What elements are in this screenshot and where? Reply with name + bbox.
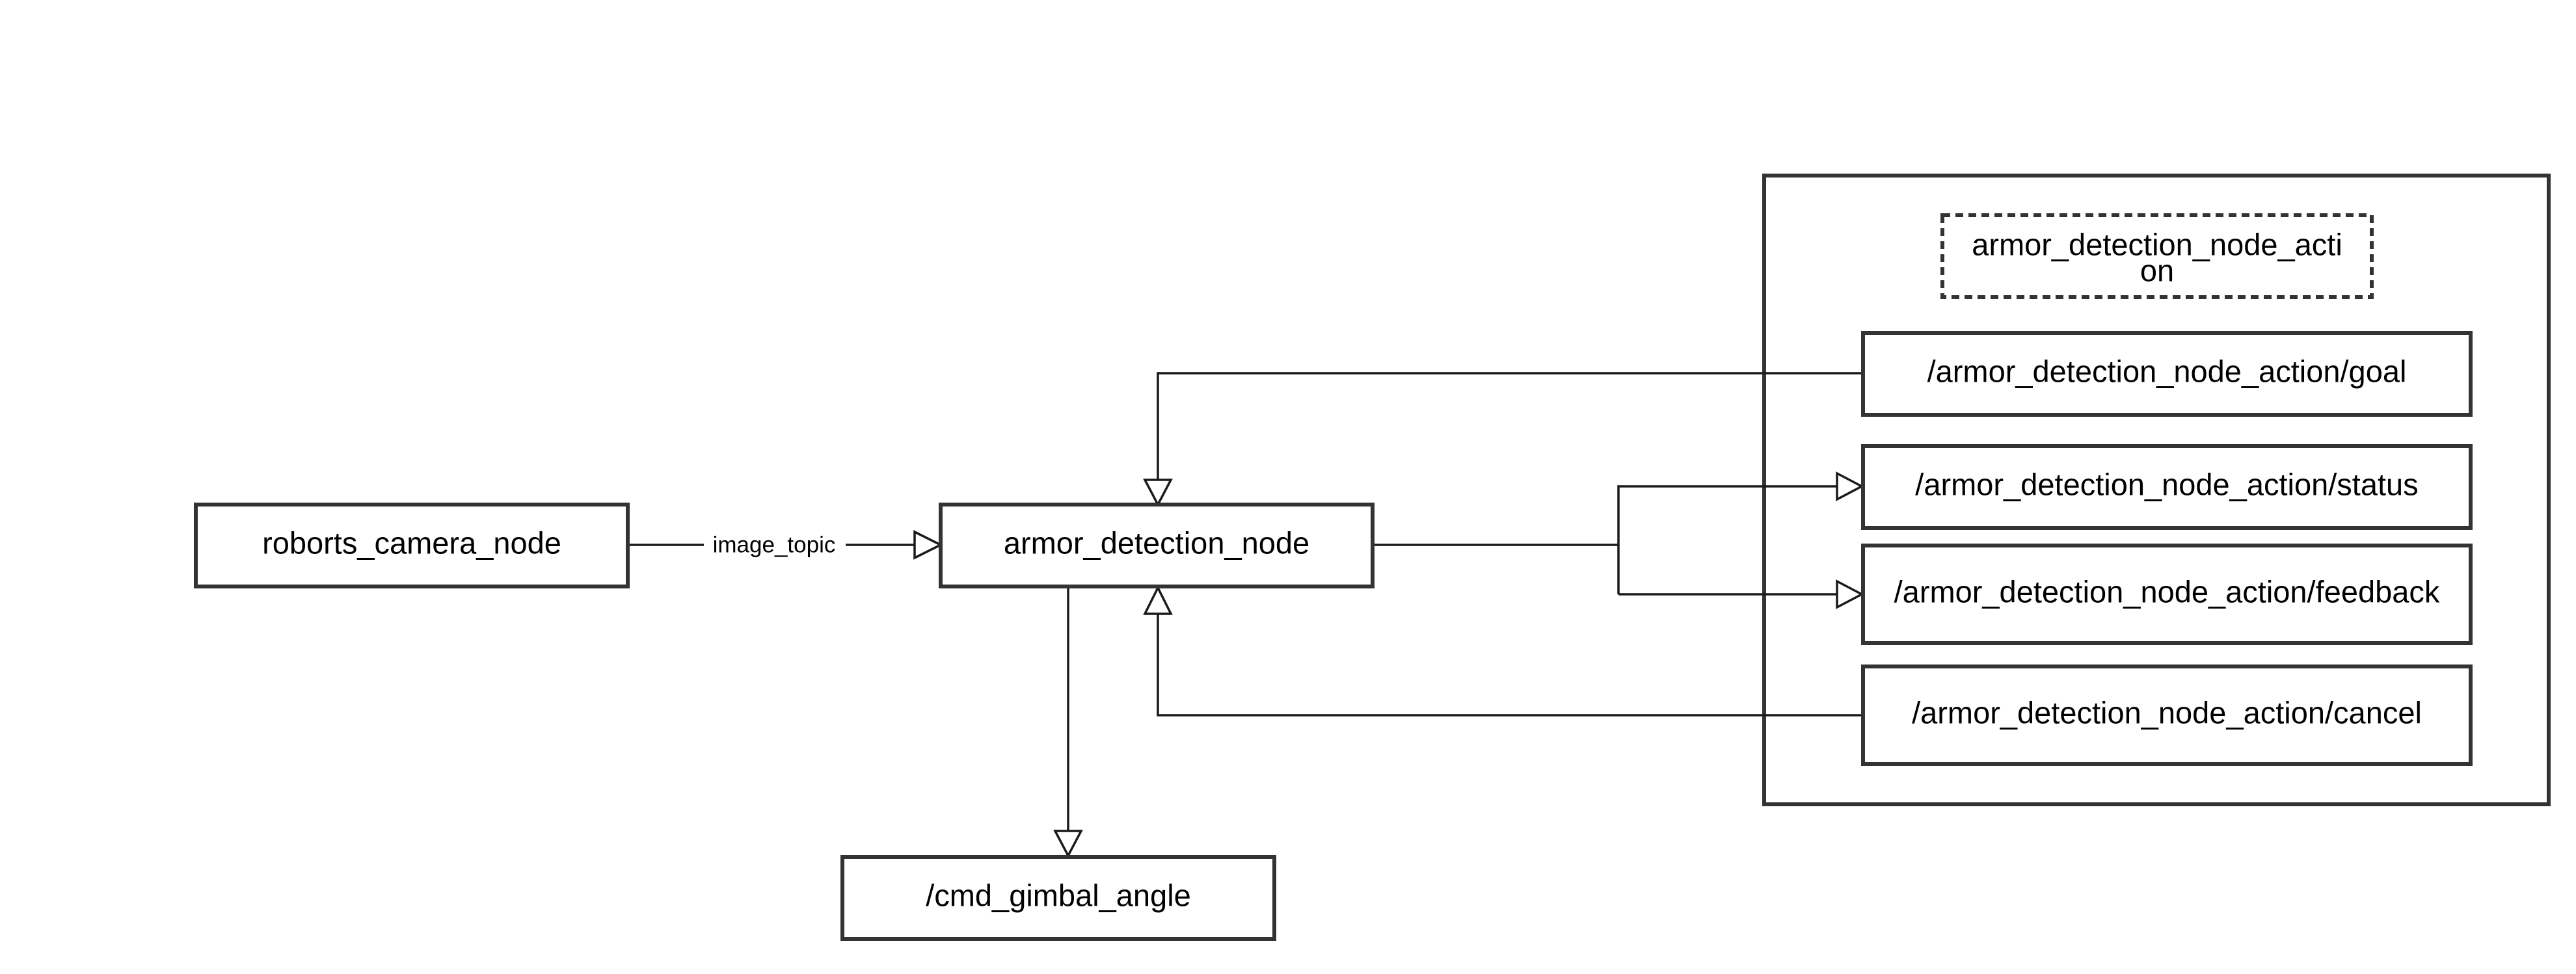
node-action-feedback[interactable]: /armor_detection_node_action/feedback <box>1861 544 2473 645</box>
node-action-status[interactable]: /armor_detection_node_action/status <box>1861 444 2473 530</box>
node-detection-label: armor_detection_node <box>1004 525 1309 560</box>
action-title-line1: armor_detection_node_acti <box>1972 227 2342 261</box>
edge-goal <box>1143 372 1863 507</box>
edge-image-topic: image_topic <box>629 529 943 560</box>
edge-feedback-arrowhead <box>1836 579 1864 609</box>
node-action-cancel[interactable]: /armor_detection_node_action/cancel <box>1861 665 2473 766</box>
edge-cancel <box>1143 585 1863 717</box>
node-camera-label: roborts_camera_node <box>262 525 561 560</box>
node-gimbal[interactable]: /cmd_gimbal_angle <box>840 855 1276 941</box>
action-group-container <box>1762 174 2551 806</box>
node-action-status-label: /armor_detection_node_action/status <box>1915 467 2418 501</box>
edge-cancel-arrowhead <box>1143 585 1173 615</box>
node-action-cancel-label: /armor_detection_node_action/cancel <box>1912 695 2422 730</box>
image-topic-label: image_topic <box>713 532 836 557</box>
action-title-box <box>1940 213 2374 299</box>
edge-status-arrowhead <box>1836 471 1864 501</box>
node-detection[interactable]: armor_detection_node <box>939 503 1375 588</box>
edge-gimbal-arrowhead <box>1053 830 1083 858</box>
node-action-feedback-label: /armor_detection_node_action/feedback <box>1894 574 2440 609</box>
edge-image-topic-arrowhead <box>913 530 943 560</box>
edge-goal-arrowhead <box>1143 479 1173 507</box>
node-action-goal-label: /armor_detection_node_action/goal <box>1927 354 2407 388</box>
action-title-line2: on <box>2140 253 2174 287</box>
node-camera[interactable]: roborts_camera_node <box>194 503 630 588</box>
edge-gimbal <box>1053 586 1083 858</box>
node-gimbal-label: /cmd_gimbal_angle <box>926 878 1191 912</box>
edge-detection-to-status-feedback <box>1374 471 1864 609</box>
action-group-title: armor_detection_node_acti on <box>1940 213 2374 299</box>
node-action-goal[interactable]: /armor_detection_node_action/goal <box>1861 331 2473 417</box>
